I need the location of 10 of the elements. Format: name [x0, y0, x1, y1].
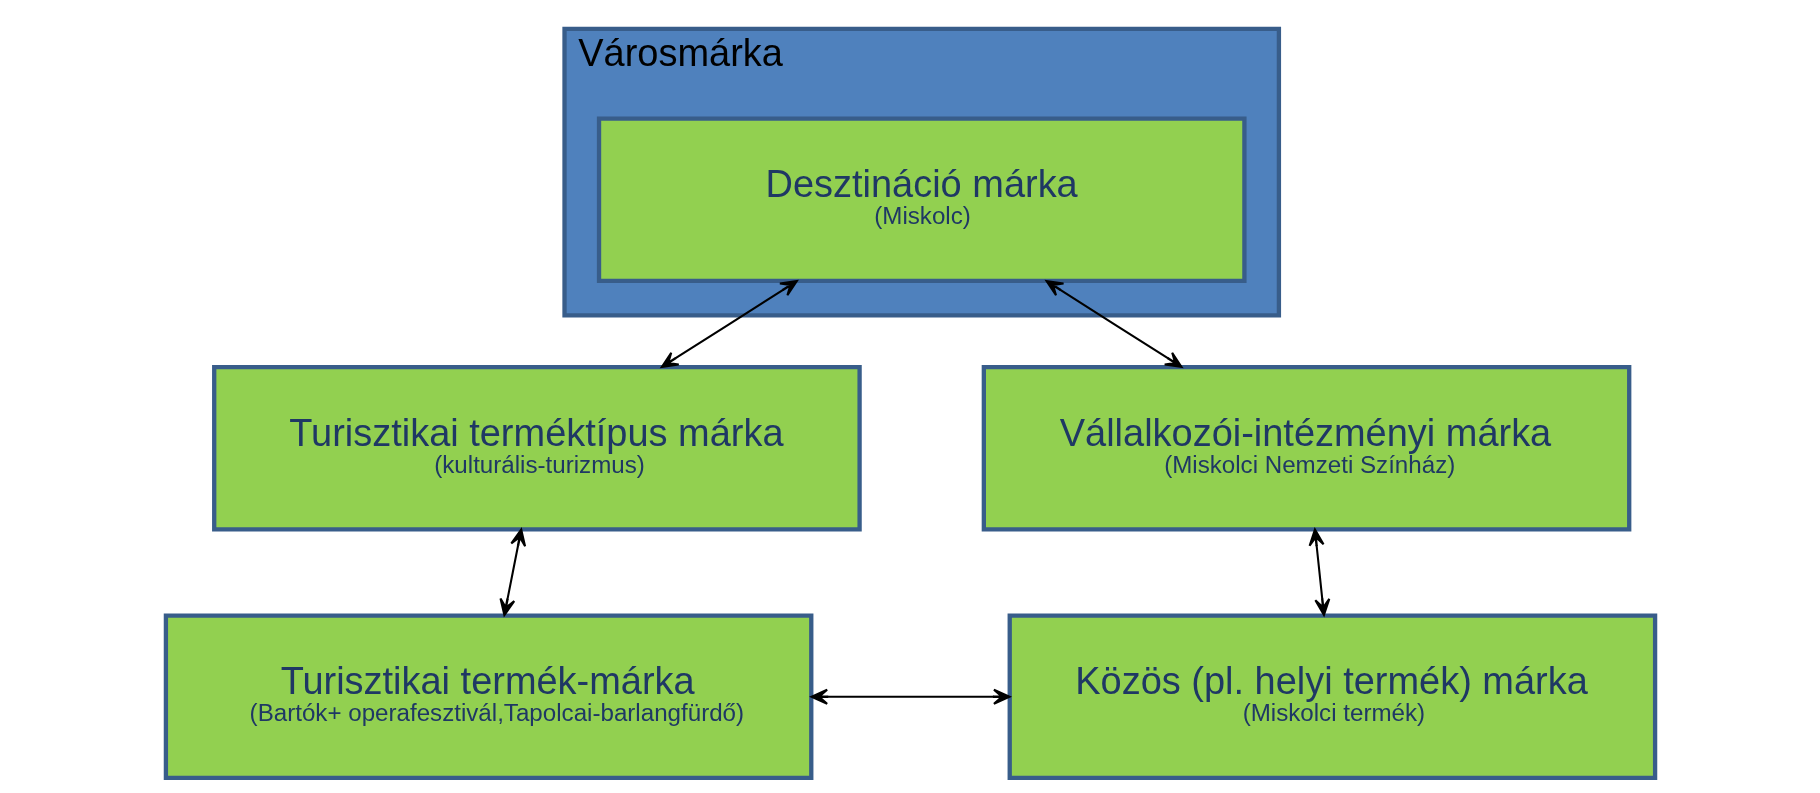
arrow [498, 528, 526, 617]
arrow [810, 688, 1010, 705]
node-box: Közös (pl. helyi termék) márka (Miskolci termék) [1007, 613, 1657, 780]
arrow [1045, 280, 1183, 368]
node-box: Turisztikai terméktípus márka (kulturális-turizmus) [211, 365, 862, 532]
node-box: Desztináció márka (Miskolc) [596, 116, 1247, 284]
node-box: Vállalkozói-intézményi márka (Miskolci Nemzeti Színház) [981, 365, 1631, 532]
node-box: Turisztikai termék-márka (Bartók+ operafesztivál,Tapolcai-barlangfürdő) [163, 613, 813, 780]
arrow [660, 280, 798, 368]
arrow [1308, 528, 1330, 617]
